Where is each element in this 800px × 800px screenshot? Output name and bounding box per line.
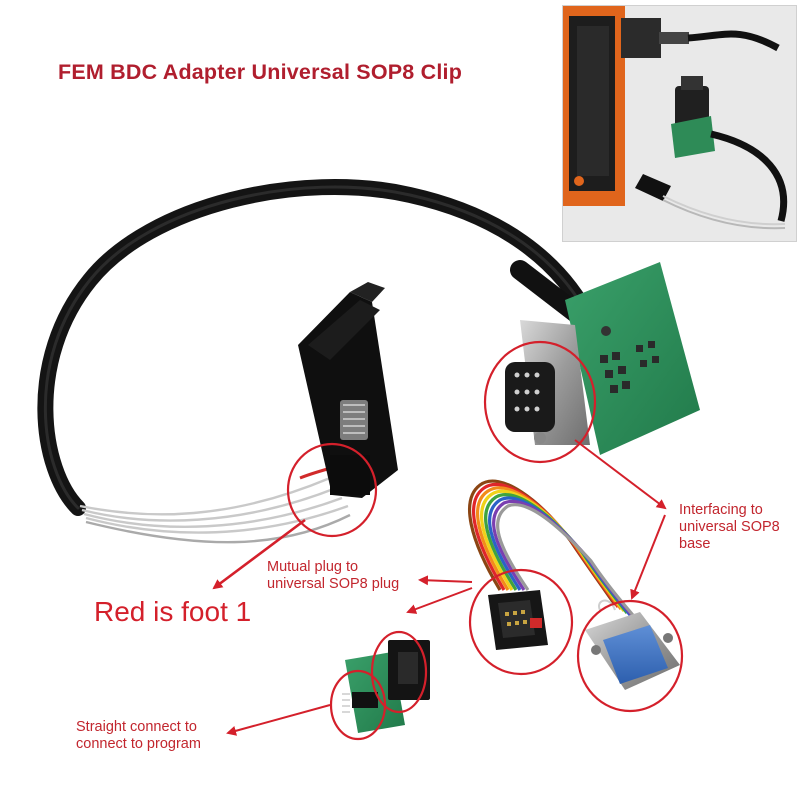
page-title: FEM BDC Adapter Universal SOP8 Clip — [58, 60, 463, 84]
idc-connector — [488, 590, 548, 650]
sop8-clip — [298, 282, 398, 498]
db15-female-connector — [585, 599, 680, 690]
annotation-circles — [286, 340, 684, 741]
interfacing-line2: universal SOP8 — [679, 519, 780, 535]
mutual-plug-label: Mutual plug to universal SOP8 plug — [267, 559, 399, 593]
inset-photo — [562, 5, 797, 242]
mutual-plug-line2: universal SOP8 plug — [267, 576, 400, 592]
db15-male-adapter — [505, 262, 700, 455]
rainbow-ribbon-cable — [468, 479, 638, 620]
interfacing-line1: Interfacing to — [679, 502, 763, 518]
red-foot-label: Red is foot 1 — [94, 596, 252, 627]
silver-wires — [79, 476, 351, 544]
straight-connect-line1: Straight connect to — [76, 719, 197, 735]
annotation-arrows — [212, 439, 667, 736]
small-adapter-pcb — [342, 640, 430, 733]
straight-connect-label: Straight connect to connect to program — [76, 719, 201, 753]
mutual-plug-line1: Mutual plug to — [267, 559, 359, 575]
straight-connect-line2: connect to program — [76, 736, 201, 752]
interfacing-label: Interfacing to universal SOP8 base — [679, 502, 780, 553]
interfacing-line3: base — [679, 536, 711, 552]
